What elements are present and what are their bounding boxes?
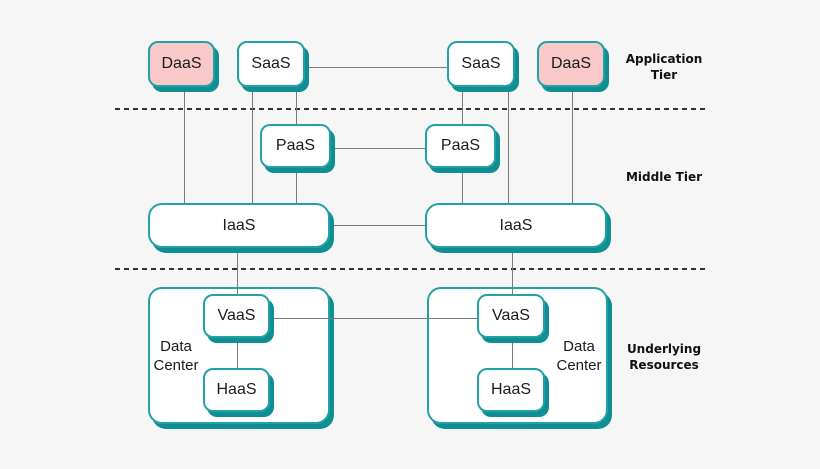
connector-daas-left-iaas-left xyxy=(184,87,185,203)
tier-label-application-line2: Tier xyxy=(650,68,678,82)
connector-saas-right-iaas-right xyxy=(508,87,509,203)
node-vaas-right: VaaS xyxy=(477,294,545,338)
tier-label-middle-line1: Middle Tier xyxy=(625,170,703,184)
connector-vaas-left-haas-left xyxy=(237,338,238,368)
data-center-left-label: Data Center xyxy=(140,337,212,375)
connector-saas-left-paas-left xyxy=(296,87,297,124)
tier-label-underlying-line1: Underlying xyxy=(626,342,702,356)
connector-iaas-left-iaas-right xyxy=(330,225,425,226)
data-center-right-label: Data Center xyxy=(543,337,615,375)
connector-saas-right-paas-right xyxy=(462,87,463,124)
node-saas-right-label: SaaS xyxy=(461,55,501,72)
node-saas-left: SaaS xyxy=(237,41,305,87)
tier-label-middle: Middle Tier xyxy=(599,169,729,185)
node-paas-right: PaaS xyxy=(425,124,496,168)
node-vaas-right-label: VaaS xyxy=(492,307,530,324)
node-daas-left-label: DaaS xyxy=(161,55,202,72)
data-center-right-label-line1: Data xyxy=(563,338,595,355)
tier-separator-application-middle xyxy=(115,108,707,110)
connector-daas-right-iaas-right xyxy=(572,87,573,203)
node-haas-left-label: HaaS xyxy=(216,381,257,398)
tier-label-application: Application Tier xyxy=(599,51,729,83)
node-haas-right-label: HaaS xyxy=(490,381,532,398)
connector-paas-right-iaas-right xyxy=(462,168,463,203)
connector-saas-left-iaas-left xyxy=(252,87,253,203)
node-iaas-left-label: IaaS xyxy=(222,216,256,234)
tier-separator-middle-underlying xyxy=(115,268,707,270)
node-paas-left: PaaS xyxy=(260,124,331,168)
node-daas-right: DaaS xyxy=(537,41,605,87)
node-saas-left-label: SaaS xyxy=(251,55,291,72)
node-paas-right-label: PaaS xyxy=(440,137,481,154)
node-iaas-right: IaaS xyxy=(425,203,607,248)
connector-paas-left-iaas-left xyxy=(296,168,297,203)
node-saas-right: SaaS xyxy=(447,41,515,87)
node-daas-left: DaaS xyxy=(148,41,215,87)
node-vaas-left-label: VaaS xyxy=(217,307,256,324)
node-haas-left: HaaS xyxy=(203,368,270,412)
connector-saas-left-saas-right xyxy=(305,67,447,68)
node-iaas-right-label: IaaS xyxy=(499,216,533,234)
node-paas-left-label: PaaS xyxy=(275,137,316,154)
data-center-right-label-line2: Center xyxy=(556,357,602,374)
node-iaas-left: IaaS xyxy=(148,203,330,248)
node-daas-right-label: DaaS xyxy=(550,55,592,72)
connector-vaas-right-haas-right xyxy=(512,338,513,368)
tier-label-application-line1: Application xyxy=(625,52,703,66)
node-vaas-left: VaaS xyxy=(203,294,270,338)
connector-paas-left-paas-right xyxy=(331,148,425,149)
tier-label-underlying-line2: Resources xyxy=(629,358,699,372)
node-haas-right: HaaS xyxy=(477,368,545,412)
data-center-left-label-line1: Data xyxy=(160,338,192,355)
data-center-left-label-line2: Center xyxy=(153,357,199,374)
connector-iaas-right-vaas-right xyxy=(512,248,513,294)
connector-vaas-left-vaas-right xyxy=(270,318,477,319)
connector-iaas-left-vaas-left xyxy=(237,248,238,294)
tier-label-underlying: Underlying Resources xyxy=(599,341,729,373)
